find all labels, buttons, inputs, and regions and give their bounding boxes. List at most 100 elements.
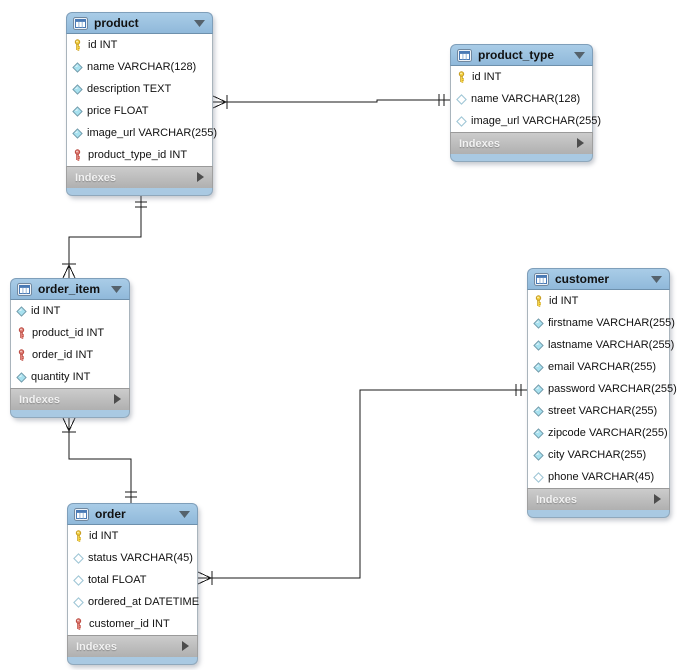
table-order[interactable]: order id INT status VARCHAR(45)total FLOAT… <box>67 503 200 665</box>
column-row-quantity[interactable]: quantity INT <box>11 366 129 388</box>
table-header[interactable]: customer <box>527 268 670 290</box>
indexes-footer[interactable]: Indexes <box>10 388 130 410</box>
diamond-hollow-icon <box>456 115 467 127</box>
column-row-status[interactable]: status VARCHAR(45) <box>68 547 197 569</box>
column-row-image_url[interactable]: image_url VARCHAR(255) <box>451 110 601 132</box>
collapse-arrow[interactable] <box>111 280 122 298</box>
relationship-order_item-to-product[interactable] <box>68 196 142 278</box>
column-row-name[interactable]: name VARCHAR(128) <box>67 56 212 78</box>
column-row-lastname[interactable]: lastname VARCHAR(255) <box>528 334 674 356</box>
collapse-arrow[interactable] <box>574 46 585 64</box>
table-bottom-strip <box>527 510 670 518</box>
crow-foot-toe <box>68 264 76 279</box>
expand-arrow[interactable] <box>182 638 189 656</box>
diamond-filled-icon <box>533 339 544 351</box>
column-label: city VARCHAR(255) <box>548 449 647 461</box>
column-row-id[interactable]: id INT <box>451 66 592 88</box>
column-label: product_type_id INT <box>88 149 188 161</box>
column-label: id INT <box>549 295 579 307</box>
table-header[interactable]: product <box>66 12 213 34</box>
relationship-order_item-to-order[interactable] <box>68 418 132 503</box>
crow-foot-toe <box>68 417 76 432</box>
column-row-phone[interactable]: phone VARCHAR(45) <box>528 466 669 488</box>
collapse-arrow[interactable] <box>194 14 205 32</box>
column-row-email[interactable]: email VARCHAR(255) <box>528 356 669 378</box>
triangle-down-icon-icon <box>194 20 205 27</box>
column-row-firstname[interactable]: firstname VARCHAR(255) <box>528 312 675 334</box>
column-row-order_id[interactable]: order_id INT <box>11 344 129 366</box>
column-row-total[interactable]: total FLOAT <box>68 569 197 591</box>
column-row-customer_id[interactable]: customer_id INT <box>68 613 197 635</box>
column-label: lastname VARCHAR(255) <box>548 339 675 351</box>
triangle-right-icon-icon <box>197 171 204 182</box>
triangle-down-icon-icon <box>574 52 585 59</box>
indexes-footer[interactable]: Indexes <box>66 166 213 188</box>
indexes-footer[interactable]: Indexes <box>67 635 198 657</box>
table-customer[interactable]: customer id INT firstname VARCHAR(255) last… <box>527 268 677 518</box>
table-grid-icon-icon <box>457 48 472 62</box>
diamond-filled-icon <box>533 317 544 329</box>
crow-foot-toe <box>62 264 70 279</box>
table-header[interactable]: order_item <box>10 278 130 300</box>
column-row-image_url[interactable]: image_url VARCHAR(255) <box>67 122 217 144</box>
expand-arrow[interactable] <box>654 491 661 509</box>
indexes-label: Indexes <box>459 137 500 150</box>
indexes-label: Indexes <box>75 171 116 184</box>
indexes-footer[interactable]: Indexes <box>527 488 670 510</box>
column-row-product_type_id[interactable]: product_type_id INT <box>67 144 212 166</box>
expand-arrow[interactable] <box>577 135 584 153</box>
primary-key-icon <box>533 295 545 307</box>
column-row-street[interactable]: street VARCHAR(255) <box>528 400 669 422</box>
column-label: customer_id INT <box>89 618 170 630</box>
column-row-ordered_at[interactable]: ordered_at DATETIME <box>68 591 200 613</box>
crow-foot-toe <box>212 95 227 103</box>
column-label: name VARCHAR(128) <box>471 93 581 105</box>
column-row-id[interactable]: id INT <box>68 525 197 547</box>
diamond-filled-icon <box>533 361 544 373</box>
column-label: id INT <box>89 530 119 542</box>
table-title: product <box>94 16 139 30</box>
column-row-name[interactable]: name VARCHAR(128) <box>451 88 592 110</box>
crow-foot-toe <box>212 101 227 109</box>
table-grid-icon-icon <box>534 272 549 286</box>
diamond-hollow-icon <box>73 552 84 564</box>
triangle-right-icon-icon <box>577 137 584 148</box>
column-row-id[interactable]: id INT <box>67 34 212 56</box>
column-row-city[interactable]: city VARCHAR(255) <box>528 444 669 466</box>
column-label: ordered_at DATETIME <box>88 596 200 608</box>
column-label: firstname VARCHAR(255) <box>548 317 675 329</box>
column-label: email VARCHAR(255) <box>548 361 656 373</box>
collapse-arrow[interactable] <box>179 505 190 523</box>
expand-arrow[interactable] <box>114 391 121 409</box>
column-label: street VARCHAR(255) <box>548 405 658 417</box>
column-label: zipcode VARCHAR(255) <box>548 427 668 439</box>
foreign-key-icon <box>72 149 84 161</box>
column-row-id[interactable]: id INT <box>11 300 129 322</box>
table-grid-icon-icon <box>73 16 88 30</box>
column-row-price[interactable]: price FLOAT <box>67 100 212 122</box>
table-header[interactable]: product_type <box>450 44 593 66</box>
collapse-arrow[interactable] <box>651 270 662 288</box>
column-row-id[interactable]: id INT <box>528 290 669 312</box>
column-row-product_id[interactable]: product_id INT <box>11 322 129 344</box>
table-columns: id INT firstname VARCHAR(255) lastname VAR… <box>527 290 677 488</box>
table-bottom-strip <box>66 188 213 196</box>
column-row-zipcode[interactable]: zipcode VARCHAR(255) <box>528 422 669 444</box>
indexes-footer[interactable]: Indexes <box>450 132 593 154</box>
table-header[interactable]: order <box>67 503 198 525</box>
relationship-product-to-product_type[interactable] <box>213 99 450 103</box>
primary-key-icon <box>73 530 85 542</box>
triangle-down-icon-icon <box>111 286 122 293</box>
relationship-order-to-customer[interactable] <box>198 389 527 579</box>
column-row-password[interactable]: password VARCHAR(255) <box>528 378 677 400</box>
expand-arrow[interactable] <box>197 169 204 187</box>
column-row-description[interactable]: description TEXT <box>67 78 212 100</box>
indexes-label: Indexes <box>76 640 117 653</box>
column-label: order_id INT <box>32 349 94 361</box>
